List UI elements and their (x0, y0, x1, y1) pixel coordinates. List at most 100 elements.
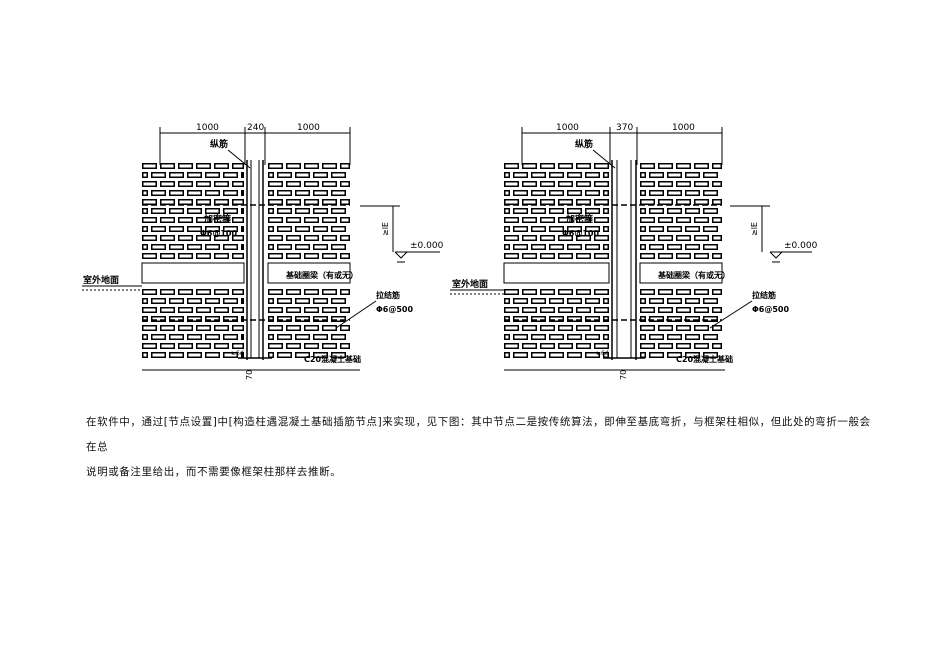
brick-inner (287, 236, 300, 240)
brick-inner (332, 191, 345, 195)
right-grade-beam-left (503, 262, 610, 284)
right-side-dim: ≥lE (750, 222, 759, 236)
brick-inner (152, 209, 165, 213)
brick-inner (305, 182, 318, 186)
brick-inner (161, 290, 174, 294)
brick-inner (152, 227, 165, 231)
brick-inner (559, 290, 572, 294)
brick-inner (215, 290, 228, 294)
brick-inner (505, 209, 509, 213)
brick-inner (197, 218, 210, 222)
brick-inner (577, 290, 590, 294)
brick-inner (287, 218, 300, 222)
brick-inner (341, 182, 349, 186)
brick-inner (197, 164, 210, 168)
brick (241, 190, 244, 196)
brick-inner (170, 335, 183, 339)
brick-inner (586, 245, 599, 249)
brick-inner (332, 227, 345, 231)
brick-inner (668, 209, 681, 213)
left-tie-spec: Φ6@500 (376, 305, 414, 314)
brick-inner (514, 299, 527, 303)
brick-inner (604, 299, 608, 303)
brick-inner (586, 335, 599, 339)
brick-inner (523, 164, 536, 168)
brick-inner (713, 200, 721, 204)
brick-inner (152, 335, 165, 339)
brick-inner (215, 254, 228, 258)
brick-inner (695, 200, 708, 204)
brick-inner (197, 326, 210, 330)
right-dim-1: 1000 (556, 123, 579, 133)
brick-inner (170, 353, 183, 357)
brick-inner (659, 290, 672, 294)
brick-inner (197, 308, 210, 312)
brick-inner (269, 299, 273, 303)
brick-inner (341, 236, 349, 240)
brick-inner (269, 200, 282, 204)
brick-inner (269, 209, 273, 213)
brick-inner (143, 209, 147, 213)
brick-inner (224, 353, 237, 357)
brick-inner (296, 353, 309, 357)
brick-inner (287, 182, 300, 186)
brick-inner (686, 245, 699, 249)
brick-inner (686, 335, 699, 339)
brick-inner (677, 236, 690, 240)
brick (241, 208, 244, 214)
brick-inner (641, 191, 645, 195)
brick-inner (314, 299, 327, 303)
brick-inner (704, 353, 717, 357)
right-bottom-dim: 70 (619, 370, 628, 380)
brick-inner (604, 335, 608, 339)
brick-inner (704, 299, 717, 303)
brick-inner (713, 290, 721, 294)
brick-inner (170, 209, 183, 213)
brick-inner (659, 200, 672, 204)
brick-inner (659, 218, 672, 222)
brick-inner (677, 200, 690, 204)
brick-inner (532, 191, 545, 195)
brick-inner (143, 290, 156, 294)
brick-inner (532, 209, 545, 213)
brick-inner (215, 182, 228, 186)
explanation-line-1: 在软件中，通过[节点设置]中[构造柱遇混凝土基础插筋节点]来实现，见下图：其中节… (86, 416, 871, 453)
brick-inner (224, 173, 237, 177)
brick-inner (161, 254, 174, 258)
brick-inner (296, 209, 309, 213)
brick-inner (323, 200, 336, 204)
brick-inner (215, 308, 228, 312)
brick-inner (559, 164, 572, 168)
brick-inner (206, 245, 219, 249)
brick-inner (641, 299, 645, 303)
left-grade-beam-label: 基础圈梁（有或无） (285, 270, 358, 280)
brick-inner (541, 254, 554, 258)
brick-inner (677, 308, 690, 312)
brick-inner (713, 218, 721, 222)
brick-inner (577, 200, 590, 204)
brick-inner (550, 191, 563, 195)
brick-inner (233, 308, 243, 312)
brick-inner (143, 236, 156, 240)
brick-inner (586, 227, 599, 231)
brick-inner (269, 227, 273, 231)
brick-inner (224, 209, 237, 213)
brick-inner (296, 299, 309, 303)
brick-inner (505, 308, 518, 312)
brick-inner (686, 227, 699, 231)
right-rebar-label: 纵筋 (575, 138, 593, 150)
brick-inner (550, 299, 563, 303)
brick-inner (179, 344, 192, 348)
brick-inner (323, 254, 336, 258)
brick-inner (568, 353, 581, 357)
brick-inner (641, 353, 645, 357)
brick-inner (577, 236, 590, 240)
brick-inner (269, 191, 273, 195)
brick-inner (269, 164, 282, 168)
brick-inner (332, 317, 345, 321)
brick-inner (668, 335, 681, 339)
brick-inner (505, 191, 509, 195)
brick-inner (695, 254, 708, 258)
brick-inner (188, 245, 201, 249)
